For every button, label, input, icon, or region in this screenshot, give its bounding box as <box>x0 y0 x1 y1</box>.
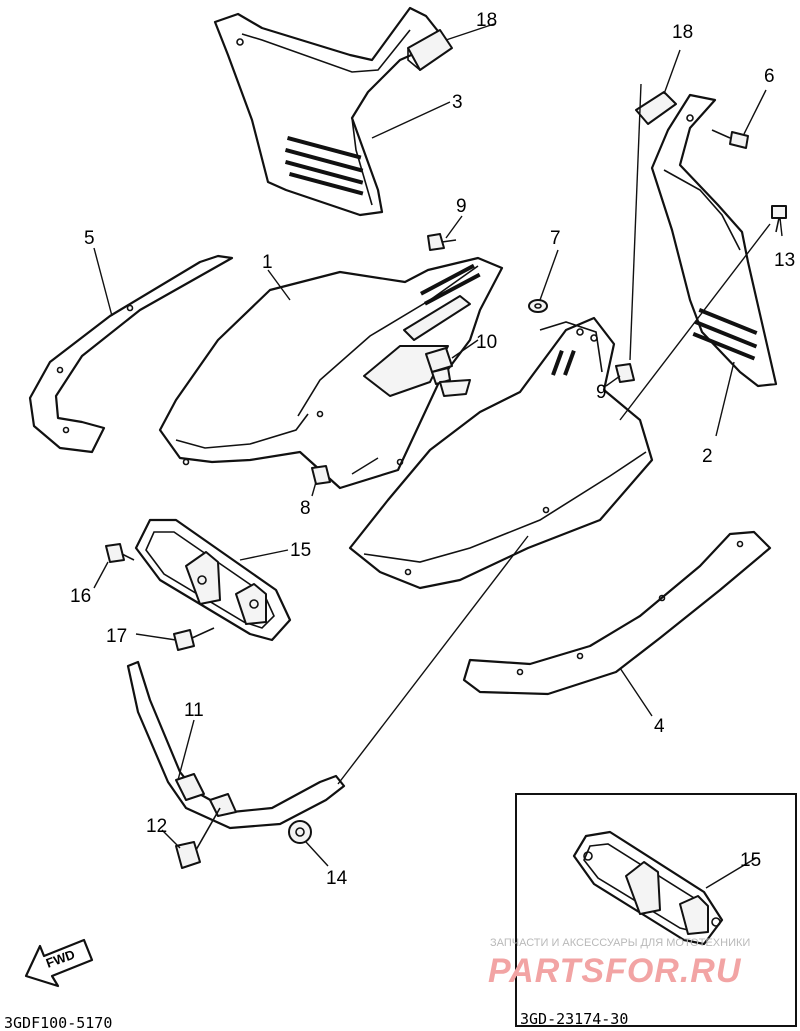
leader-lines <box>93 23 783 889</box>
callout-2: 2 <box>702 446 713 467</box>
part-2-right-side-panel <box>650 93 778 388</box>
inset-part-code: 3GD-23174-30 <box>520 1010 628 1028</box>
part-3-left-side-panel <box>213 6 447 217</box>
callout-12: 12 <box>146 816 167 837</box>
callout-6: 6 <box>764 66 775 87</box>
callout-18-top: 18 <box>476 10 497 31</box>
callout-15-main: 15 <box>290 540 311 561</box>
callout-10: 10 <box>476 332 497 353</box>
callout-1: 1 <box>262 252 273 273</box>
part-18-pad-top <box>407 29 453 71</box>
callout-16: 16 <box>70 586 91 607</box>
part-18-pad-right <box>635 91 677 125</box>
part-6-screw <box>711 129 749 149</box>
callout-9-mid: 9 <box>596 382 607 403</box>
part-8-bolt <box>311 465 331 485</box>
inset-panel: 3GD-23174-30 <box>515 793 797 1028</box>
callout-5: 5 <box>84 228 95 249</box>
part-15-guard-frame <box>134 518 292 642</box>
part-10-grommet <box>425 347 471 397</box>
part-14-nut <box>288 820 312 844</box>
callout-3: 3 <box>452 92 463 113</box>
callout-labels: 18 3 5 1 9 7 18 6 13 10 9 2 8 15 16 17 1… <box>70 10 795 889</box>
callout-14: 14 <box>326 868 348 889</box>
part-5-left-mud-flap <box>28 254 234 454</box>
watermark-logo: PARTSFOR.RU <box>488 952 742 990</box>
part-16-screw <box>105 543 135 563</box>
part-9-bolt-a <box>427 233 457 251</box>
part-4-right-mud-flap <box>462 530 772 696</box>
callout-13: 13 <box>774 250 795 271</box>
callout-11: 11 <box>184 700 204 721</box>
watermark-caption: ЗАПЧАСТИ И АКСЕССУАРЫ ДЛЯ МОТОТЕХНИКИ <box>490 937 750 949</box>
callout-9-top: 9 <box>456 196 467 217</box>
watermark: ЗАПЧАСТИ И АКСЕССУАРЫ ДЛЯ МОТОТЕХНИКИ PA… <box>488 937 750 990</box>
callout-8: 8 <box>300 498 311 519</box>
part-17-screw <box>173 627 215 651</box>
diagram-code: 3GDF100-5170 <box>4 1014 112 1031</box>
part-15-guard-frame-inset <box>572 830 724 946</box>
callout-18-right: 18 <box>672 22 693 43</box>
part-9-bolt-b <box>615 363 635 383</box>
callout-7: 7 <box>550 228 561 249</box>
callout-4: 4 <box>654 716 665 737</box>
callout-17: 17 <box>106 626 127 647</box>
part-13-bolt <box>771 205 787 233</box>
part-7-washer <box>528 299 548 313</box>
rear-fender <box>348 316 654 590</box>
callout-15-inset: 15 <box>740 850 761 871</box>
part-11-stay-bracket <box>126 660 346 830</box>
part-12-bolt <box>175 807 221 869</box>
fwd-arrow-icon: FWD <box>24 938 94 988</box>
